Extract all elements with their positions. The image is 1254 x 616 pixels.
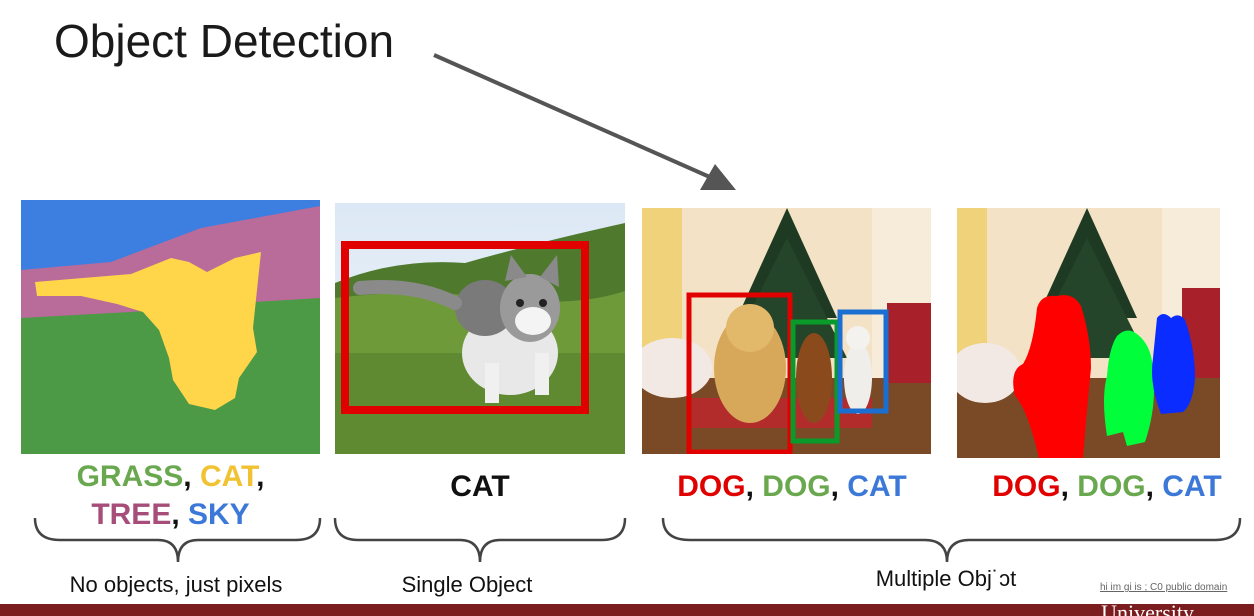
detection-labels: DOG, DOG, CAT — [642, 468, 942, 506]
label-separator: , — [830, 470, 848, 503]
footer-bar: University — [0, 602, 1254, 616]
label-dog: DOG — [1077, 470, 1146, 503]
cat-photo — [335, 203, 625, 454]
detection-photo — [642, 208, 931, 454]
label-grass: GRASS — [76, 460, 184, 493]
label-sky: SKY — [188, 498, 250, 531]
label-cat: CAT — [450, 470, 510, 503]
segmentation-labels: GRASS, CAT, TREE, SKY — [21, 458, 320, 534]
instance-labels: DOG, DOG, CAT — [960, 468, 1254, 506]
label-dog: DOG — [992, 470, 1061, 503]
segmentation-image — [21, 200, 320, 454]
classification-caption: Single Object — [401, 572, 533, 597]
instance-segmentation-photo — [957, 208, 1220, 458]
label-cat: CAT — [199, 460, 257, 493]
label-cat: CAT — [1162, 470, 1222, 503]
label-dog: DOG — [762, 470, 831, 503]
label-separator: , — [1060, 470, 1078, 503]
label-tree: TREE — [91, 498, 172, 531]
label-separator: , — [183, 460, 200, 493]
label-separator: , — [745, 470, 763, 503]
label-separator: , — [171, 498, 188, 531]
footer-text: University — [1101, 602, 1194, 616]
image-credit-link[interactable]: hi im gi is ; C0 public domain — [1100, 582, 1228, 593]
label-separator: , — [256, 460, 265, 493]
brace-icons — [33, 517, 1242, 563]
label-cat: CAT — [847, 470, 907, 503]
label-separator: , — [1145, 470, 1163, 503]
multiple-objects-caption: Multiple Obj˙ɔt — [875, 566, 1017, 591]
classification-label: CAT — [335, 468, 625, 506]
label-dog: DOG — [677, 470, 746, 503]
segmentation-caption: No objects, just pixels — [69, 572, 283, 597]
slide-title: Object Detection — [54, 15, 395, 67]
